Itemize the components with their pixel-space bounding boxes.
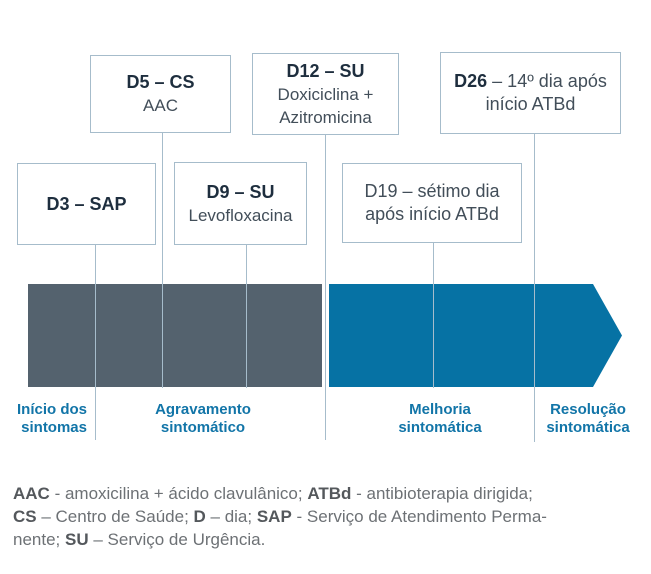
phase-label-melhoria: Melhoria sintomática (365, 401, 515, 437)
timeline-segment-symptoms (28, 284, 322, 387)
phase-label-line: sintomática (546, 419, 630, 436)
connector-line-d3 (95, 245, 96, 440)
milestone-box-d3: D3 – SAP (17, 163, 156, 245)
abbreviations-legend: AAC - amoxicilina + ácido clavulânico; A… (13, 484, 547, 549)
phase-label-line: Início dos (16, 401, 87, 418)
phase-label-line: Melhoria (409, 401, 471, 418)
timeline-segment-recovery-arrow (329, 284, 622, 387)
phase-label-agravamento: Agravamento sintomático (128, 401, 278, 437)
phase-label-line: sintomas (21, 419, 87, 436)
connector-line-d19 (433, 243, 434, 388)
connector-line-d26 (534, 134, 535, 442)
connector-line-d9 (246, 245, 247, 388)
phase-label-line: Resolução (550, 401, 626, 418)
connector-line-d12 (325, 135, 326, 440)
phase-label-line: Agravamento (155, 401, 251, 418)
phase-label-inicio-sintomas: Início dos sintomas (10, 401, 87, 437)
phase-label-line: sintomática (398, 419, 482, 436)
phase-label-line: sintomático (160, 419, 246, 436)
phase-label-resolucao: Resolução sintomática (513, 401, 651, 437)
connector-line-d5 (162, 133, 163, 388)
